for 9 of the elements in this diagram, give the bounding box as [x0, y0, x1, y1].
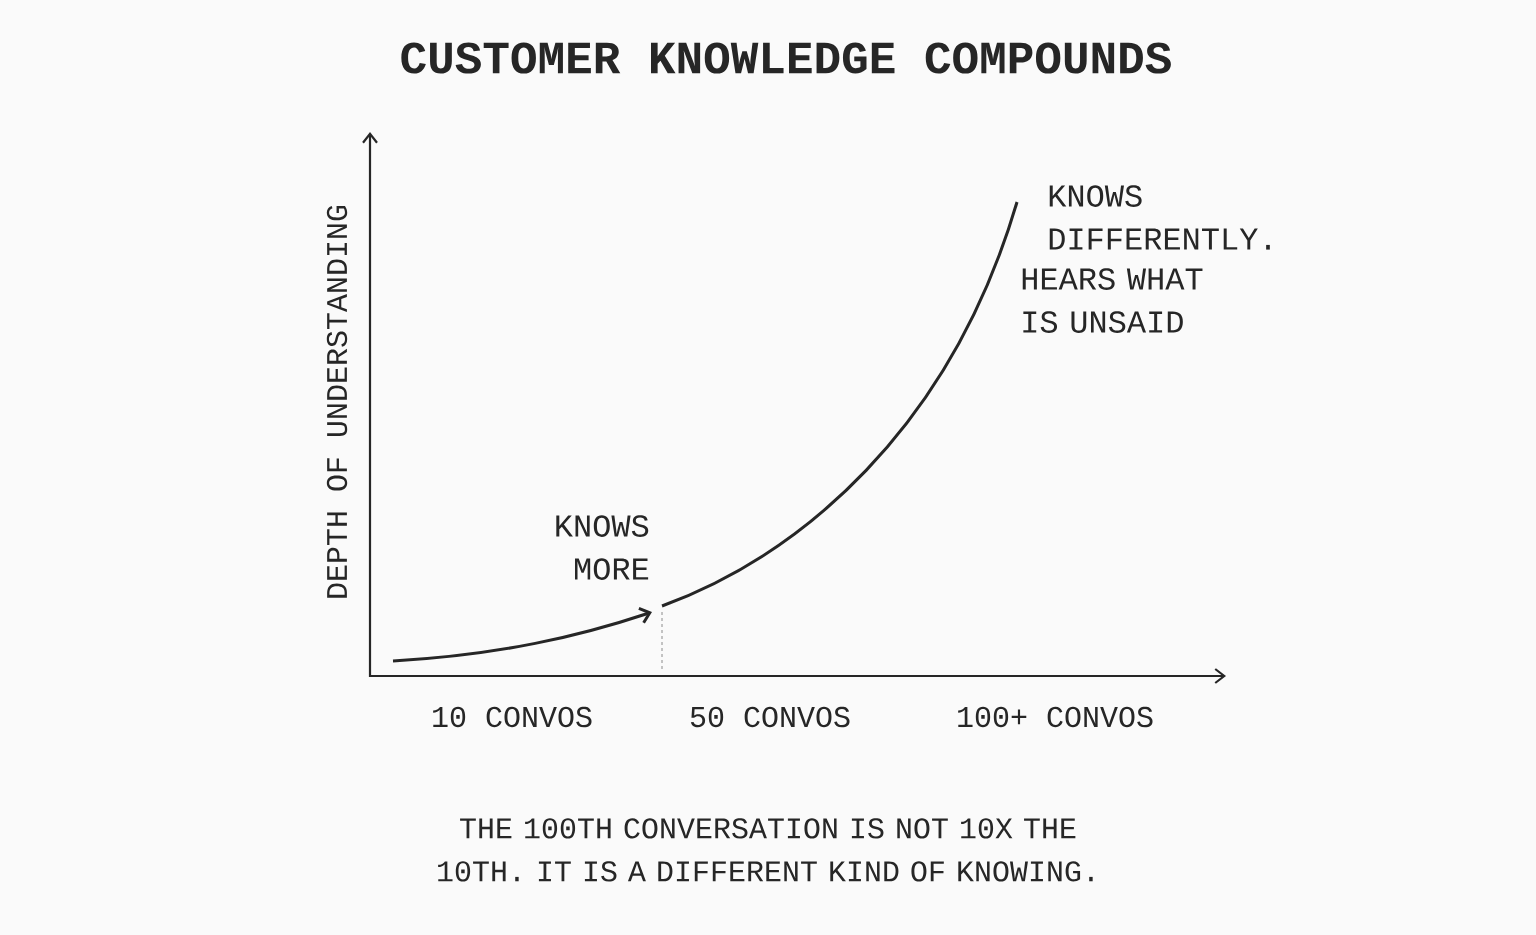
title: CUSTOMER KNOWLEDGE COMPOUNDS: [401, 42, 1171, 74]
axis-label: DEPTH OF UNDERSTANDING: [326, 205, 348, 598]
tick-label: 50 CONVOS: [690, 706, 850, 728]
annotation-text: KNOWS DIFFERENTLY.: [1049, 185, 1270, 250]
annotation-text: HEARS WHAT IS UNSAID: [1022, 268, 1203, 333]
tick-label: 10 CONVOS: [433, 706, 592, 728]
annotation-text: KNOWS MORE: [556, 515, 649, 580]
tick-label: 100+ CONVOS: [958, 706, 1153, 728]
caption: THE 100TH CONVERSATION IS NOT 10X THE 10TH. IT IS A DIFFERENT KIND OF KNOWING.: [438, 818, 1093, 882]
